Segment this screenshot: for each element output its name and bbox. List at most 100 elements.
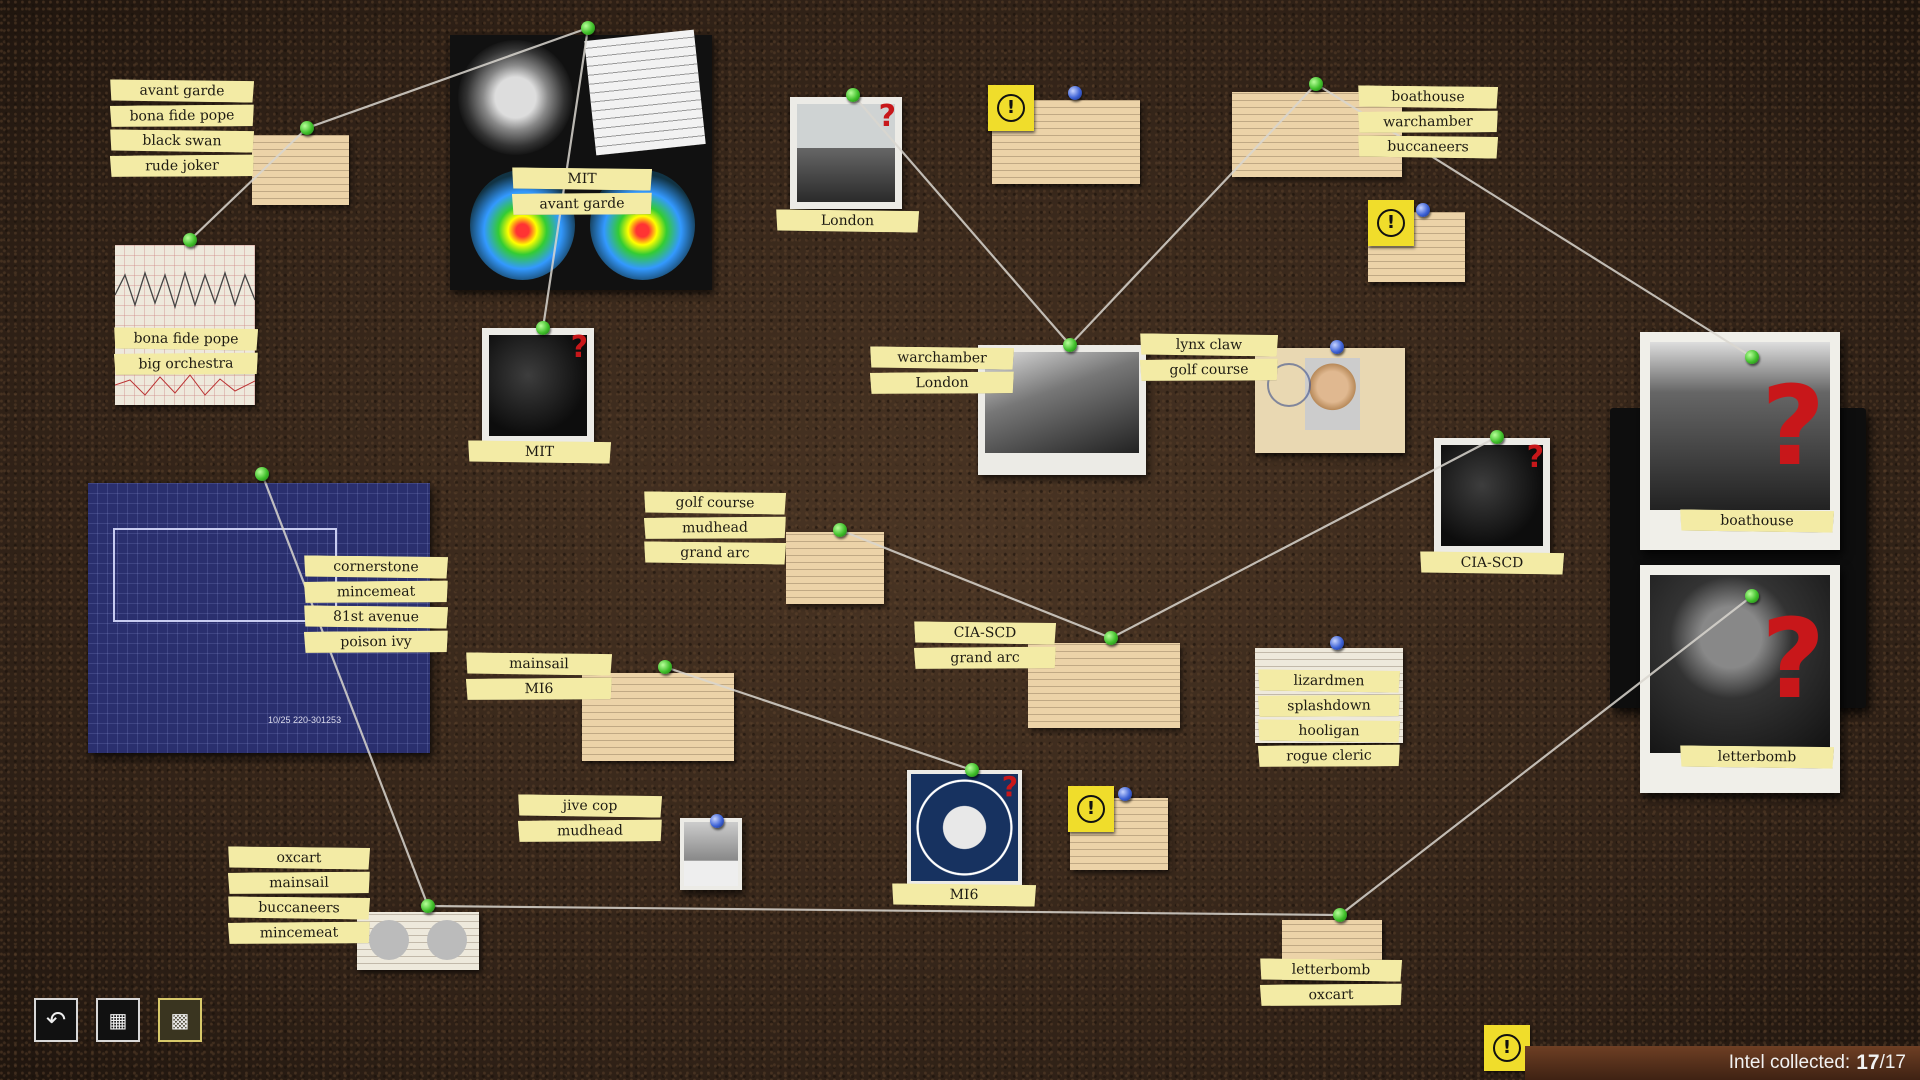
- keyword-tag[interactable]: jive cop: [518, 794, 662, 817]
- keyword-tag[interactable]: warchamber: [1358, 110, 1498, 133]
- keyword-tag[interactable]: black swan: [110, 129, 254, 152]
- keyword-tag[interactable]: CIA-SCD: [1420, 551, 1564, 574]
- pushpin[interactable]: [581, 21, 595, 35]
- keyword-tag[interactable]: big orchestra: [114, 352, 258, 376]
- tag-group: mainsail MI6: [466, 653, 612, 700]
- pushpin[interactable]: [1333, 908, 1347, 922]
- keyword-tag[interactable]: oxcart: [1260, 983, 1402, 1006]
- keyword-tag[interactable]: mudhead: [518, 819, 662, 843]
- evidence-board-button[interactable]: ▩: [158, 998, 202, 1042]
- ekg-printout[interactable]: [114, 245, 256, 405]
- pushpin[interactable]: [1745, 589, 1759, 603]
- keyword-tag[interactable]: London: [776, 209, 919, 232]
- new-intel-alert[interactable]: !: [1068, 786, 1114, 832]
- pushpin[interactable]: [1745, 350, 1759, 364]
- pushpin[interactable]: [846, 88, 860, 102]
- back-button[interactable]: ↶: [34, 998, 78, 1042]
- keyword-tag[interactable]: boathouse: [1680, 509, 1834, 532]
- agent-id-card[interactable]: [1255, 348, 1405, 453]
- document-note[interactable]: [252, 135, 349, 205]
- ct-scan-image: [458, 40, 573, 155]
- keyword-tag[interactable]: splashdown: [1258, 694, 1400, 717]
- keyword-tag[interactable]: lizardmen: [1258, 669, 1400, 692]
- medical-document: [584, 29, 706, 156]
- audio-tape-note[interactable]: [357, 912, 479, 970]
- pushpin[interactable]: [965, 763, 979, 777]
- keyword-tag[interactable]: bona fide pope: [110, 104, 254, 128]
- new-intel-alert[interactable]: !: [988, 85, 1034, 131]
- keyword-tag[interactable]: oxcart: [228, 846, 370, 869]
- intel-collected-count: 17: [1856, 1051, 1880, 1074]
- keyword-tag[interactable]: MI6: [892, 883, 1036, 906]
- document-note[interactable]: [786, 532, 884, 604]
- keyword-tag[interactable]: London: [870, 371, 1014, 395]
- keyword-tag[interactable]: warchamber: [870, 346, 1014, 369]
- tag-group: MIT avant garde: [512, 168, 652, 215]
- keyword-tag[interactable]: poison ivy: [304, 630, 448, 654]
- tag-group: warchamber London: [870, 347, 1014, 394]
- pushpin-blue[interactable]: [1330, 636, 1344, 650]
- pushpin[interactable]: [183, 233, 197, 247]
- keyword-tag[interactable]: hooligan: [1258, 719, 1400, 742]
- keyword-tag[interactable]: grand arc: [644, 541, 786, 564]
- tag-group: golf course mudhead grand arc: [644, 492, 786, 564]
- pushpin[interactable]: [658, 660, 672, 674]
- pushpin[interactable]: [421, 899, 435, 913]
- question-mark-icon: ?: [1001, 770, 1018, 803]
- keyword-tag[interactable]: buccaneers: [1358, 135, 1498, 158]
- keyword-tag[interactable]: boathouse: [1358, 85, 1498, 108]
- pushpin[interactable]: [1063, 338, 1077, 352]
- keyword-tag[interactable]: 81st avenue: [304, 605, 448, 628]
- keyword-tag[interactable]: golf course: [644, 491, 786, 514]
- keyword-tag[interactable]: avant garde: [512, 192, 652, 215]
- keyword-tag[interactable]: avant garde: [110, 79, 254, 102]
- mi6-emblem[interactable]: ?: [907, 770, 1022, 885]
- mit-photo[interactable]: ?: [482, 328, 594, 443]
- tag-group: bona fide pope big orchestra: [114, 328, 258, 375]
- intel-label: Intel collected:: [1728, 1052, 1851, 1073]
- tag-group: letterbomb oxcart: [1260, 959, 1402, 1006]
- keyword-tag[interactable]: MIT: [512, 167, 652, 190]
- pushpin-blue[interactable]: [1330, 340, 1344, 354]
- keyword-tag[interactable]: CIA-SCD: [914, 621, 1056, 644]
- keyword-tag[interactable]: rude joker: [110, 154, 254, 178]
- keyword-tag[interactable]: bona fide pope: [114, 327, 258, 350]
- cia-scd-photo[interactable]: ?: [1434, 438, 1550, 553]
- map-view-button[interactable]: ▦: [96, 998, 140, 1042]
- pushpin[interactable]: [1104, 631, 1118, 645]
- keyword-tag[interactable]: MIT: [468, 440, 611, 463]
- keyword-tag[interactable]: letterbomb: [1680, 745, 1834, 768]
- pushpin-blue[interactable]: [1118, 787, 1132, 801]
- pushpin[interactable]: [833, 523, 847, 537]
- new-intel-alert[interactable]: !: [1484, 1025, 1530, 1071]
- london-photo[interactable]: ?: [790, 97, 902, 209]
- keyword-tag[interactable]: mainsail: [466, 652, 612, 675]
- keyword-tag[interactable]: mincemeat: [228, 921, 370, 944]
- tag-group: MI6: [892, 884, 1036, 906]
- brain-scan-panel[interactable]: [450, 29, 712, 290]
- pushpin[interactable]: [1490, 430, 1504, 444]
- keyword-tag[interactable]: buccaneers: [228, 896, 370, 919]
- pushpin-blue[interactable]: [1068, 86, 1082, 100]
- keyword-tag[interactable]: grand arc: [914, 646, 1056, 669]
- keyword-tag[interactable]: MI6: [466, 677, 612, 701]
- keyword-tag[interactable]: mincemeat: [304, 580, 448, 604]
- pushpin-blue[interactable]: [1416, 203, 1430, 217]
- badge-card[interactable]: [680, 818, 742, 890]
- keyword-tag[interactable]: mudhead: [644, 516, 786, 539]
- pushpin[interactable]: [1309, 77, 1323, 91]
- pushpin-blue[interactable]: [710, 814, 724, 828]
- pushpin[interactable]: [255, 467, 269, 481]
- keyword-tag[interactable]: rogue cleric: [1258, 744, 1400, 767]
- keyword-tag[interactable]: golf course: [1140, 358, 1278, 381]
- evidence-board-icon: ▩: [170, 1009, 190, 1032]
- question-mark-icon: ?: [1526, 440, 1544, 475]
- pushpin[interactable]: [536, 321, 550, 335]
- keyword-tag[interactable]: cornerstone: [304, 555, 448, 578]
- keyword-tag[interactable]: mainsail: [228, 871, 370, 894]
- keyword-tag[interactable]: lynx claw: [1140, 333, 1278, 356]
- pushpin[interactable]: [300, 121, 314, 135]
- new-intel-alert[interactable]: !: [1368, 200, 1414, 246]
- keyword-tag[interactable]: letterbomb: [1260, 958, 1402, 981]
- exclamation-icon: !: [997, 94, 1025, 122]
